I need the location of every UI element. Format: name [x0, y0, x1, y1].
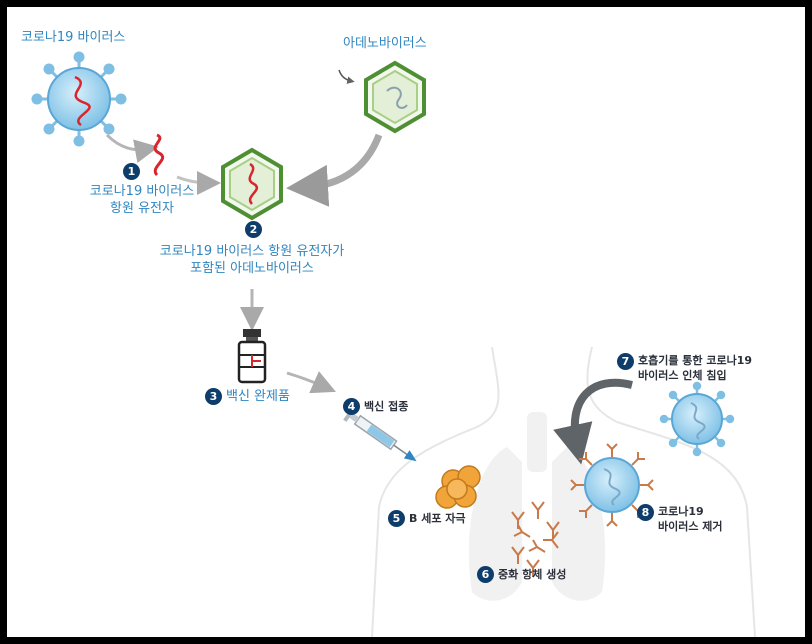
antigen-gene-icon — [153, 133, 165, 177]
arrow-gene-to-combined — [176, 170, 221, 195]
adenovirus-label: 아데노바이러스 — [343, 36, 427, 51]
step-8-badge: 8 — [637, 504, 654, 521]
covid-virus-icon — [31, 51, 127, 147]
step-8: 8 코로나19 바이러스 제거 — [637, 504, 723, 534]
arrow-virus-to-gene — [105, 133, 159, 163]
invading-virus-icon — [659, 381, 735, 457]
arrow-into-adenovirus — [338, 69, 355, 84]
step-7-label-line1: 호흡기를 통한 코로나19 — [638, 354, 753, 367]
step-5-badge: 5 — [388, 510, 405, 527]
step-7-badge: 7 — [617, 353, 634, 370]
step-8-label-line2: 바이러스 제거 — [658, 520, 723, 533]
arrow-invasion — [553, 378, 633, 465]
syringe-icon — [343, 406, 417, 462]
step-1-badge: 1 — [123, 163, 140, 180]
antigen-gene-label-line2: 항원 유전자 — [110, 201, 174, 216]
combined-label: 코로나19 바이러스 항원 유전자가 포함된 아데노바이러스 — [137, 243, 367, 277]
human-silhouette — [371, 346, 756, 637]
b-cell-icon — [435, 465, 481, 509]
step-6-label: 중화 항체 생성 — [498, 567, 567, 581]
step-4: 4 백신 접종 — [343, 398, 408, 415]
antibody-icon — [511, 501, 560, 577]
diagram-graphics — [31, 51, 756, 637]
diagram-canvas: 코로나19 바이러스 아데노바이러스 1 코로나19 바이러스 항원 유전자 2… — [7, 7, 805, 637]
step-4-badge: 4 — [343, 398, 360, 415]
antigen-gene-label: 코로나19 바이러스 항원 유전자 — [57, 183, 227, 217]
arrow-adenovirus-to-combined — [286, 133, 383, 207]
step-2: 2 — [245, 221, 262, 238]
step-8-label-line1: 코로나19 — [658, 505, 704, 518]
step-7-label-line2: 바이러스 인체 침입 — [638, 369, 727, 382]
step-2-badge: 2 — [245, 221, 262, 238]
step-6: 6 중화 항체 생성 — [477, 566, 566, 583]
step-5-label: B 세포 자극 — [409, 511, 466, 525]
covid-virus-label: 코로나19 바이러스 — [21, 30, 126, 45]
combined-label-line2: 포함된 아데노바이러스 — [190, 261, 314, 276]
step-5: 5 B 세포 자극 — [388, 510, 466, 527]
combined-label-line1: 코로나19 바이러스 항원 유전자가 — [159, 244, 345, 259]
arrow-vaccine-to-injection — [286, 371, 336, 394]
adenovirus-icon — [364, 60, 426, 134]
step-3: 3 백신 완제품 — [205, 388, 290, 405]
vaccine-vial-icon — [237, 329, 267, 384]
step-7: 7 호흡기를 통한 코로나19 바이러스 인체 침입 — [617, 353, 752, 383]
step-4-label: 백신 접종 — [364, 399, 409, 413]
combined-adenovirus-icon — [221, 147, 283, 221]
step-3-badge: 3 — [205, 388, 222, 405]
step-3-label: 백신 완제품 — [226, 388, 290, 404]
step-1: 1 — [123, 163, 140, 180]
antigen-gene-label-line1: 코로나19 바이러스 — [89, 184, 195, 199]
step-6-badge: 6 — [477, 566, 494, 583]
